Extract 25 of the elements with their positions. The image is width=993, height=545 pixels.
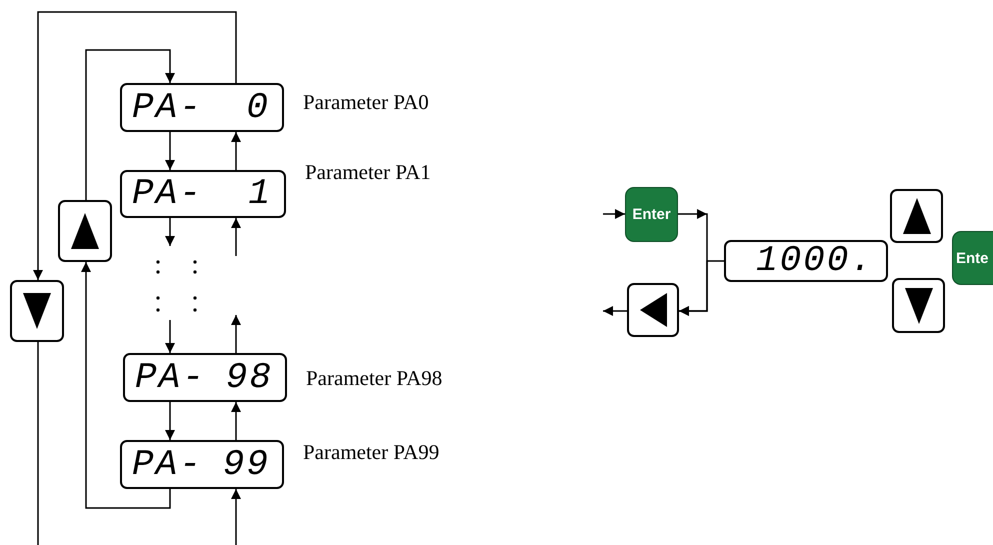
parameter-label: Parameter PA98 [306,366,442,391]
display-readout: PA- [135,360,206,396]
display-readout: PA- [132,446,203,482]
display-readout: 99 [222,446,270,482]
parameter-label: Parameter PA0 [303,90,429,115]
enter-key: Ente [952,231,993,285]
left-key [627,283,679,337]
down-key [10,280,64,342]
lcd-display [724,240,888,282]
down-key [892,278,945,333]
display-readout: 98 [226,360,273,396]
lcd-display [120,440,284,489]
lcd-display [120,83,284,132]
display-readout: 1000. [756,243,874,279]
display-readout: 0 [246,90,270,126]
enter-key: Enter [625,187,678,242]
up-key [58,200,112,262]
lcd-display [120,170,286,218]
lcd-display [123,353,287,402]
parameter-label: Parameter PA99 [303,440,440,465]
parameter-label: Parameter PA1 [305,160,431,185]
display-readout: PA- [132,90,203,126]
display-readout: 1 [248,176,272,212]
display-readout: PA- [132,176,203,212]
up-key [890,189,943,243]
